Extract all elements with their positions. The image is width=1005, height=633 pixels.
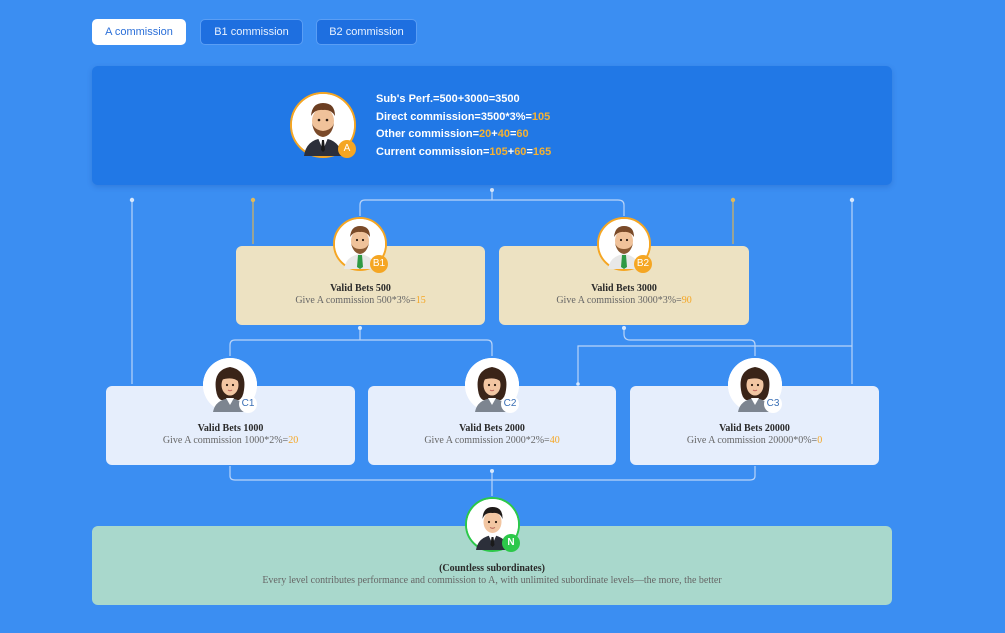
b2-card: Valid Bets 3000 Give A commission 3000*3…: [499, 246, 749, 325]
c3-subtitle: Give A commission 20000*0%=0: [686, 435, 823, 446]
n-title: (Countless subordinates): [439, 563, 545, 574]
a-summary-panel: [92, 66, 892, 185]
badge-c3: C3: [764, 395, 782, 413]
badge-b2: B2: [634, 255, 652, 273]
b2-subtitle: Give A commission 3000*3%=90: [556, 295, 692, 306]
c2-title: Valid Bets 2000: [459, 423, 525, 434]
avatar-b1: B1: [333, 217, 388, 273]
subs-perf-line: Sub's Perf.=500+3000=3500: [376, 93, 520, 105]
direct-commission-line: Direct commission=3500*3%=105: [376, 110, 551, 123]
a-stats: Sub's Perf.=500+3000=3500 Direct commiss…: [376, 91, 551, 161]
badge-a: A: [338, 140, 356, 158]
c1-subtitle: Give A commission 1000*2%=20: [162, 435, 299, 446]
badge-n: N: [502, 534, 520, 552]
man-bearded-icon: [292, 94, 354, 156]
avatar-b2: B2: [597, 217, 652, 273]
avatar-c3: C3: [728, 358, 782, 413]
other-commission-line: Other commission=20+40=60: [376, 128, 529, 140]
tab-b2-commission[interactable]: B2 commission: [316, 19, 417, 45]
c3-title: Valid Bets 20000: [719, 423, 790, 434]
n-description: Every level contributes performance and …: [262, 575, 722, 586]
badge-b1: B1: [370, 255, 388, 273]
badge-c1: C1: [239, 395, 257, 413]
b1-title: Valid Bets 500: [330, 283, 391, 294]
avatar-n: N: [465, 497, 520, 552]
avatar-c2: C2: [465, 358, 519, 413]
current-commission-line: Current commission=105+60=165: [376, 145, 552, 158]
c2-subtitle: Give A commission 2000*2%=40: [424, 435, 560, 446]
b2-title: Valid Bets 3000: [591, 283, 657, 294]
c3-card: Valid Bets 20000 Give A commission 20000…: [630, 386, 879, 465]
tab-b1-commission[interactable]: B1 commission: [200, 19, 303, 45]
avatar-a: A: [290, 92, 356, 158]
badge-c2: C2: [501, 395, 519, 413]
tab-a-commission[interactable]: A commission: [92, 19, 186, 45]
b1-subtitle: Give A commission 500*3%=15: [295, 295, 426, 306]
avatar-c1: C1: [203, 358, 257, 413]
c1-title: Valid Bets 1000: [197, 423, 264, 434]
